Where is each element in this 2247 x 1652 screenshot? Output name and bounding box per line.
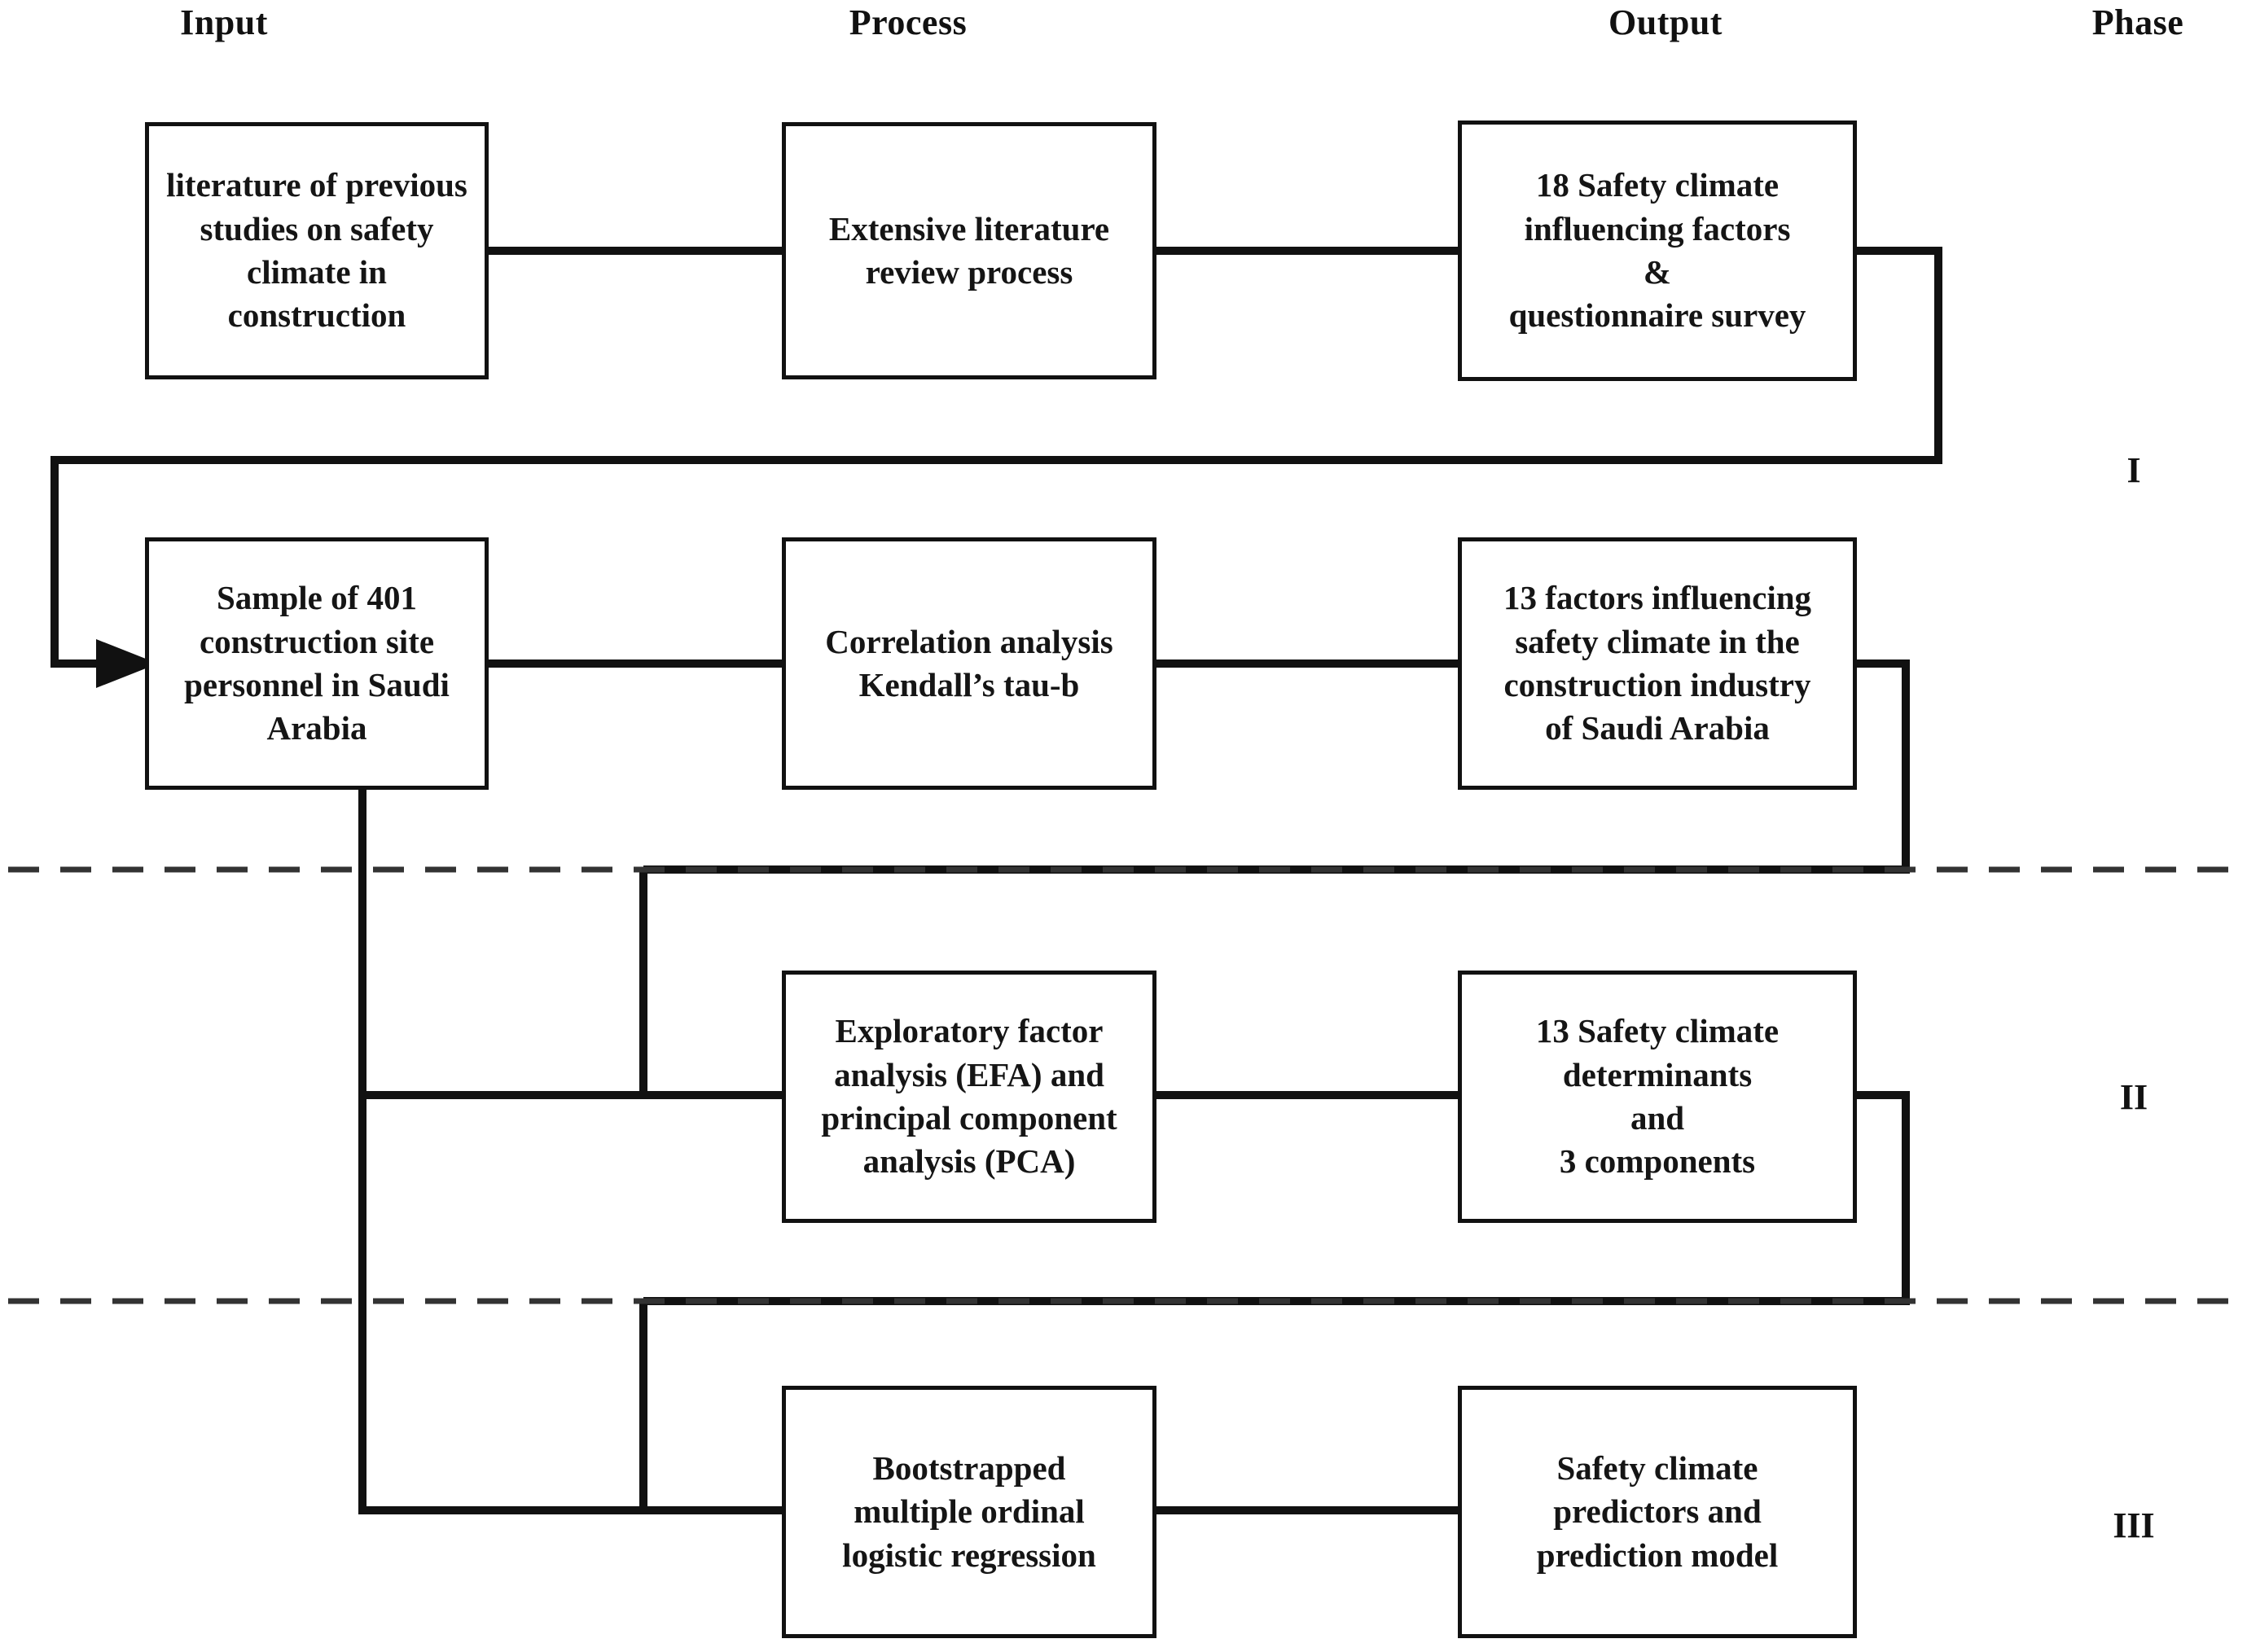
column-header-input: Input bbox=[180, 2, 268, 42]
phase-label-3: III bbox=[2113, 1505, 2155, 1545]
connector-n4-n7 bbox=[358, 790, 902, 1120]
node-18-safety-climate-factors-label: 18 Safety climate influencing factors & … bbox=[1508, 166, 1806, 335]
node-literature-input[interactable]: literature of previous studies on safety… bbox=[145, 122, 489, 379]
node-efa-pca[interactable]: Exploratory factor analysis (EFA) and pr… bbox=[782, 971, 1156, 1223]
node-literature-review-process-label: Extensive literature review process bbox=[828, 209, 1110, 291]
connector-n3-n4 bbox=[50, 247, 1942, 688]
column-header-phase: Phase bbox=[2091, 2, 2184, 42]
node-bootstrapped-regression[interactable]: Bootstrapped multiple ordinal logistic r… bbox=[782, 1386, 1156, 1638]
node-18-safety-climate-factors[interactable]: 18 Safety climate influencing factors & … bbox=[1458, 121, 1857, 381]
node-predictors-prediction-model[interactable]: Safety climate predictors and prediction… bbox=[1458, 1386, 1857, 1638]
node-literature-input-label: literature of previous studies on safety… bbox=[166, 166, 467, 335]
phase-label-1: I bbox=[2126, 450, 2141, 490]
node-predictors-prediction-model-label: Safety climate predictors and prediction… bbox=[1536, 1449, 1779, 1574]
node-13-determinants-3-components[interactable]: 13 Safety climate determinants and 3 com… bbox=[1458, 971, 1857, 1223]
node-efa-pca-label: Exploratory factor analysis (EFA) and pr… bbox=[821, 1012, 1117, 1181]
column-header-output: Output bbox=[1608, 2, 1723, 42]
column-header-process: Process bbox=[849, 2, 968, 42]
node-correlation-analysis-label: Correlation analysis Kendall’s tau-b bbox=[825, 622, 1113, 703]
node-13-determinants-3-components-label: 13 Safety climate determinants and 3 com… bbox=[1535, 1012, 1780, 1181]
node-literature-review-process[interactable]: Extensive literature review process bbox=[782, 122, 1156, 379]
node-sample-401-personnel-label: Sample of 401 construction site personne… bbox=[184, 579, 450, 747]
node-13-factors-influencing[interactable]: 13 factors influencing safety climate in… bbox=[1458, 537, 1857, 790]
node-sample-401-personnel[interactable]: Sample of 401 construction site personne… bbox=[145, 537, 489, 790]
node-correlation-analysis[interactable]: Correlation analysis Kendall’s tau-b bbox=[782, 537, 1156, 790]
node-13-factors-influencing-label: 13 factors influencing safety climate in… bbox=[1503, 579, 1812, 747]
connector-n4-n9 bbox=[358, 1095, 902, 1535]
phase-label-2: II bbox=[2119, 1077, 2148, 1117]
node-bootstrapped-regression-label: Bootstrapped multiple ordinal logistic r… bbox=[842, 1449, 1096, 1574]
